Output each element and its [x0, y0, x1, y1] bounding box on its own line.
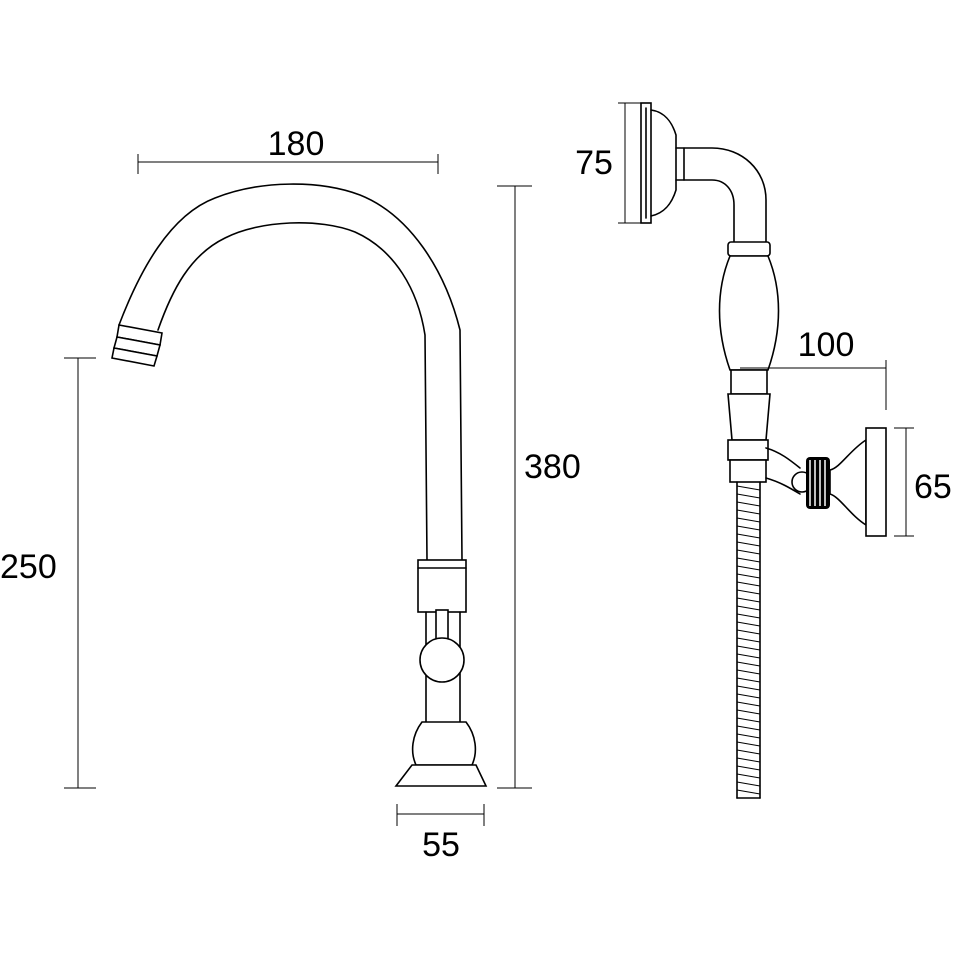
bracket-knurled-nut — [806, 457, 830, 509]
dimension-handset-head: 75 — [575, 102, 641, 224]
bracket-wall-plate — [865, 427, 887, 537]
dimension-outlet-height: 250 — [0, 357, 96, 789]
wall-bracket — [765, 427, 887, 537]
shower-handset — [640, 102, 780, 483]
dimension-label: 55 — [422, 826, 460, 864]
dimension-bracket-height: 65 — [894, 427, 952, 537]
dimension-label: 250 — [0, 548, 57, 586]
handset-grip — [718, 255, 780, 371]
dimension-total-height: 380 — [497, 185, 581, 789]
spout-nozzle — [111, 324, 163, 367]
shower-hose — [736, 481, 761, 799]
dimension-label: 65 — [914, 468, 952, 506]
dimension-label: 380 — [524, 448, 581, 486]
dimension-label: 75 — [575, 144, 613, 182]
gooseneck-tap — [111, 183, 488, 787]
dimension-label: 100 — [798, 326, 855, 364]
dimension-bracket-projection: 100 — [740, 326, 887, 410]
dimension-spout-reach: 180 — [137, 125, 439, 174]
handle-knob — [419, 637, 465, 683]
tap-base — [411, 721, 477, 766]
dimension-label: 180 — [268, 125, 325, 163]
dimension-base-width: 55 — [396, 804, 485, 864]
